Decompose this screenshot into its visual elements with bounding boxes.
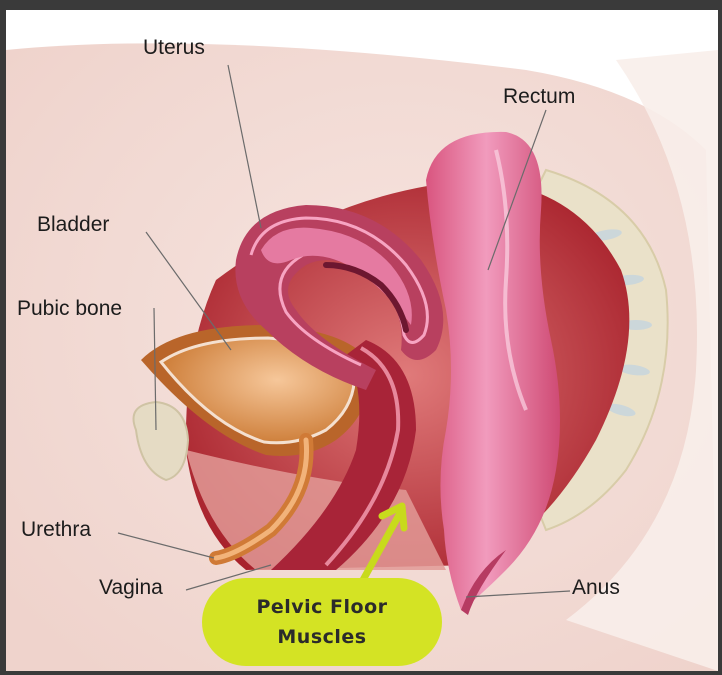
label-rectum: Rectum: [503, 85, 575, 109]
label-uterus: Uterus: [143, 36, 205, 60]
pelvis-illustration: [6, 10, 718, 671]
pelvic-floor-callout: Pelvic Floor Muscles: [202, 578, 442, 666]
callout-line-2: Muscles: [277, 622, 366, 652]
label-bladder: Bladder: [37, 213, 109, 237]
label-urethra: Urethra: [21, 518, 91, 542]
callout-line-1: Pelvic Floor: [256, 592, 387, 622]
label-vagina: Vagina: [99, 576, 163, 600]
anatomy-diagram: Uterus Rectum Bladder Pubic bone Urethra…: [6, 10, 718, 671]
label-pubic-bone: Pubic bone: [17, 297, 122, 321]
label-anus: Anus: [572, 576, 620, 600]
